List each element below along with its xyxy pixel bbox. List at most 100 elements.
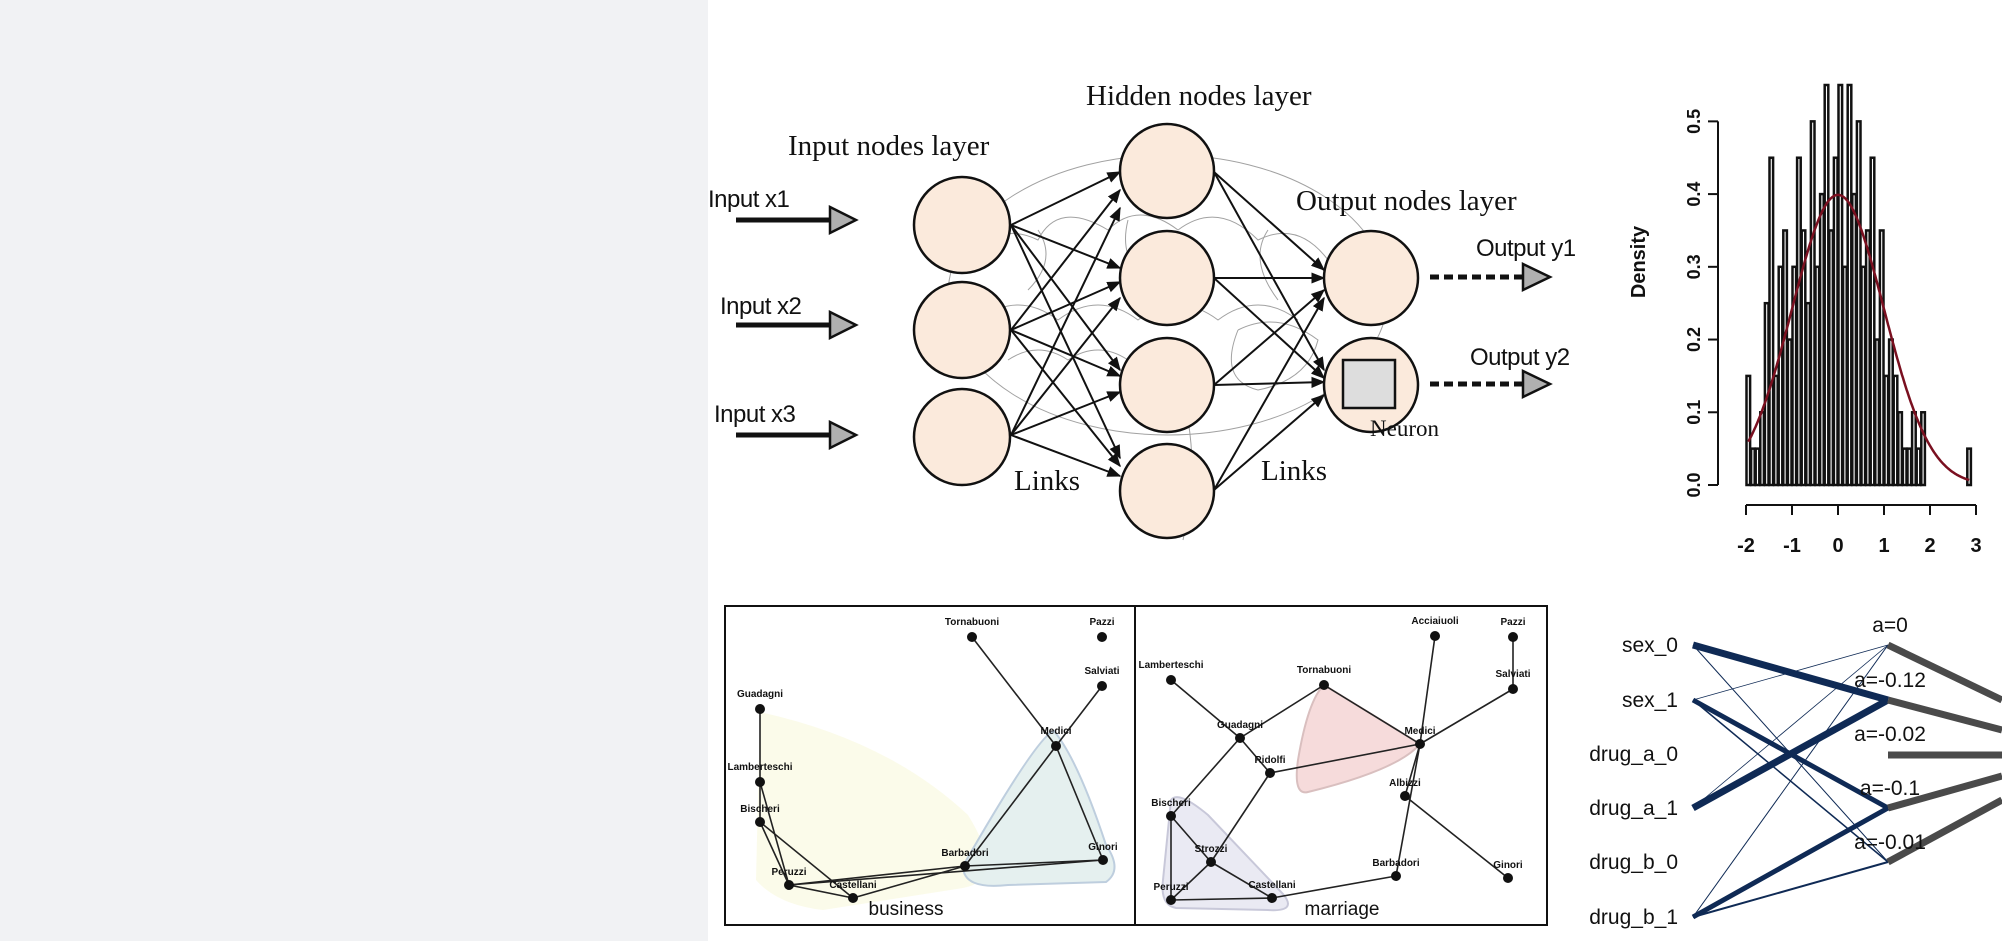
- network-node: [1206, 857, 1216, 867]
- hidden-node-2: [1118, 229, 1216, 327]
- network-node: [1265, 768, 1275, 778]
- network-node-label: Castellani: [829, 880, 876, 891]
- hidden-node-4: [1118, 442, 1216, 540]
- histogram-bar: [1860, 265, 1867, 487]
- histogram-bar: [1818, 192, 1825, 487]
- network-node-label: Barbadori: [941, 848, 988, 859]
- label-drug-a-0: drug_a_0: [1589, 743, 1678, 766]
- network-node-label: Peruzzi: [1153, 882, 1188, 893]
- business-caption: business: [869, 899, 944, 920]
- x-tick-label: -2: [1737, 535, 1755, 557]
- y-tick-label: 0.3: [1684, 254, 1704, 279]
- network-node-label: Ridolfi: [1254, 755, 1285, 766]
- figure-composite: Input nodes layer Hidden nodes layer Out…: [708, 0, 2002, 941]
- neural-network-diagram: Input nodes layer Hidden nodes layer Out…: [708, 80, 1576, 541]
- histogram-bar: [1795, 156, 1802, 487]
- network-node-label: Strozzi: [1195, 844, 1228, 855]
- input-x1-label: Input x1: [708, 186, 790, 213]
- hidden-layer-label: Hidden nodes layer: [1086, 80, 1312, 112]
- network-node: [1400, 791, 1410, 801]
- histogram-bar: [1920, 411, 1927, 487]
- input-node-2: [912, 280, 1012, 380]
- input-x2-label: Input x2: [720, 293, 802, 320]
- label-drug-b-1: drug_b_1: [1589, 906, 1678, 929]
- factor-plot: sex_0 sex_1 drug_a_0 drug_a_1 drug_b_0 d…: [1589, 614, 2002, 929]
- label-drug-b-0: drug_b_0: [1589, 851, 1678, 874]
- histogram-bar: [1966, 447, 1973, 487]
- histogram-bar: [1846, 83, 1853, 487]
- histogram-bar: [1772, 374, 1779, 487]
- y-tick-label: 0.5: [1684, 109, 1704, 134]
- neuron-box: [1341, 358, 1397, 410]
- links-label-left: Links: [1014, 465, 1080, 497]
- x-tick-label: 2: [1924, 535, 1935, 557]
- histogram-bar: [1814, 265, 1821, 487]
- histogram-bar: [1864, 229, 1871, 487]
- x-tick-label: 1: [1878, 535, 1889, 557]
- links-label-right: Links: [1261, 455, 1327, 487]
- network-node-label: Guadagni: [1217, 720, 1263, 731]
- histogram-bar: [1749, 447, 1756, 487]
- network-node-label: Medici: [1040, 726, 1071, 737]
- histogram-bar: [1745, 374, 1752, 487]
- histogram-bar: [1786, 338, 1793, 487]
- input-x3-label: Input x3: [714, 401, 796, 428]
- network-node-label: Salviati: [1495, 669, 1530, 680]
- histogram-bar: [1782, 229, 1789, 487]
- factor-left-labels: sex_0 sex_1 drug_a_0 drug_a_1 drug_b_0 d…: [1589, 634, 1678, 929]
- network-node-label: Guadagni: [737, 689, 783, 700]
- label-sex-0: sex_0: [1622, 634, 1678, 657]
- density-curve: [1747, 193, 1970, 482]
- histogram-bar: [1897, 411, 1904, 487]
- figure-canvas: Input nodes layer Hidden nodes layer Out…: [708, 80, 2002, 929]
- input-arrow-1: [736, 204, 859, 236]
- histogram-bar: [1878, 229, 1885, 487]
- histogram-bar: [1777, 265, 1784, 487]
- histogram-bar: [1869, 156, 1876, 487]
- network-node: [960, 861, 970, 871]
- network-node-label: Tornabuoni: [1297, 665, 1351, 676]
- output-arrow-2: [1430, 369, 1553, 399]
- label-a-minus-0-01: a=-0.01: [1854, 831, 1926, 854]
- y-tick-label: 0.2: [1684, 327, 1704, 352]
- network-node: [1166, 675, 1176, 685]
- histogram-bar: [1832, 156, 1839, 487]
- network-node: [784, 880, 794, 890]
- histogram-bar: [1805, 301, 1812, 487]
- input-node-3: [912, 387, 1012, 487]
- network-node: [1098, 855, 1108, 865]
- output-y1-label: Output y1: [1476, 235, 1576, 262]
- network-node: [1319, 680, 1329, 690]
- histogram-bar: [1837, 83, 1844, 487]
- links: [1010, 171, 1326, 491]
- network-node: [755, 777, 765, 787]
- histogram-bar: [1915, 447, 1922, 487]
- label-a-0: a=0: [1872, 614, 1908, 637]
- network-node: [1391, 871, 1401, 881]
- input-layer-label: Input nodes layer: [788, 130, 990, 162]
- marriage-caption: marriage: [1305, 899, 1380, 920]
- histogram-bar: [1906, 447, 1913, 487]
- hidden-node-1: [1118, 122, 1216, 220]
- network-node-label: Ginori: [1493, 860, 1523, 871]
- y-tick-label: 0.0: [1684, 472, 1704, 497]
- network-node: [1166, 811, 1176, 821]
- network-node: [1267, 893, 1277, 903]
- network-node: [967, 632, 977, 642]
- histogram-bar: [1874, 338, 1881, 487]
- network-node: [1508, 632, 1518, 642]
- neuron-label: Neuron: [1370, 416, 1439, 441]
- histogram-bar: [1828, 229, 1835, 487]
- network-node: [1430, 631, 1440, 641]
- network-node-label: Bischeri: [1151, 798, 1191, 809]
- histogram-bar: [1887, 338, 1894, 487]
- histogram-bar: [1809, 120, 1816, 487]
- network-node-label: Acciaiuoli: [1411, 616, 1458, 627]
- network-node: [1503, 873, 1513, 883]
- label-a-minus-0-12: a=-0.12: [1854, 669, 1926, 692]
- network-node: [848, 893, 858, 903]
